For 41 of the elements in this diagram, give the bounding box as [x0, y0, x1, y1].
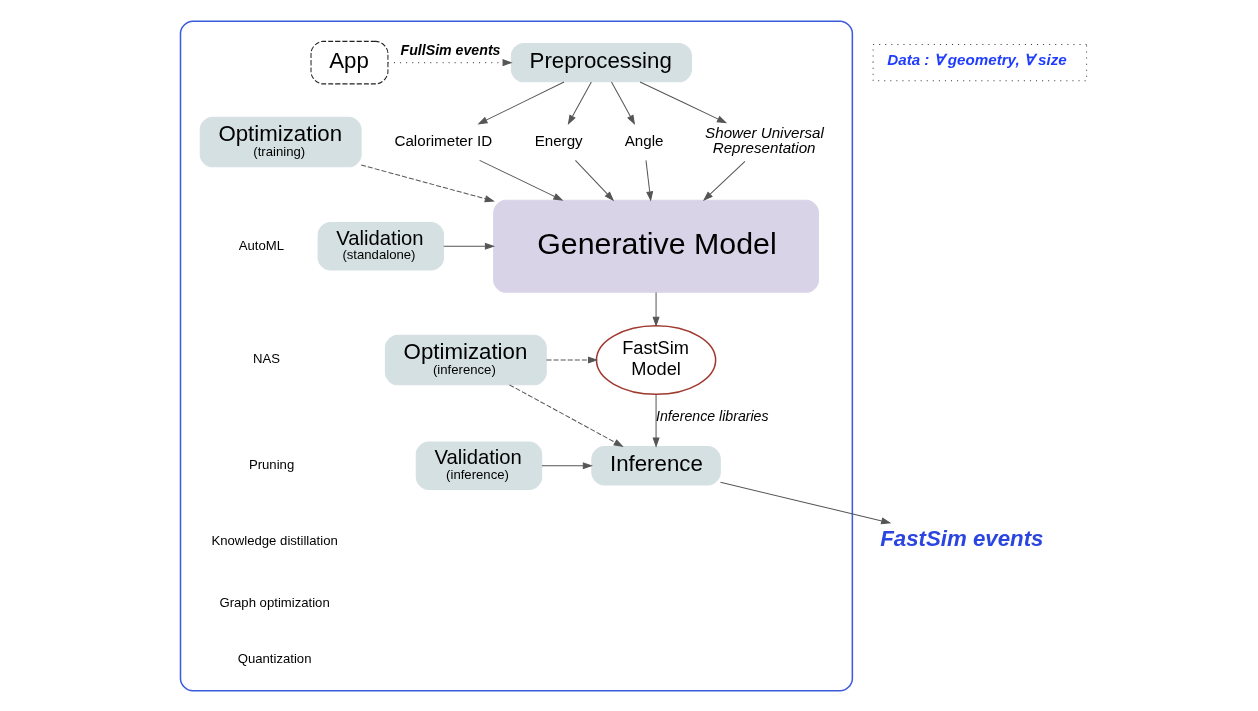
node-text: Calorimeter ID — [394, 131, 492, 149]
arrow — [545, 356, 598, 364]
arrow — [567, 80, 592, 125]
node-text: Angle — [624, 131, 663, 149]
label: Knowledge distillation — [210, 532, 338, 548]
arrow — [476, 80, 564, 124]
node-box: Preprocessing — [510, 42, 692, 82]
arrow — [652, 291, 660, 327]
node-text: FastSim events — [879, 525, 1043, 551]
arrow — [644, 159, 653, 202]
label: Quantization — [237, 650, 311, 666]
arrow — [442, 242, 495, 250]
arrow — [719, 481, 891, 524]
arrow — [639, 80, 727, 123]
arrow — [574, 159, 614, 201]
arrow — [478, 159, 563, 201]
arrow — [387, 58, 513, 66]
node-box: Generative Model — [492, 199, 819, 293]
node-box: Optimization (inference) — [384, 334, 547, 385]
label: AutoML — [238, 237, 284, 253]
node-box: Inference — [590, 445, 721, 485]
label: Pruning — [248, 456, 294, 472]
arrow — [360, 164, 495, 202]
cluster — [179, 19, 853, 692]
arrow — [652, 393, 660, 448]
arrow — [610, 80, 635, 125]
node-box: Validation (standalone) — [317, 221, 444, 271]
node-box: Optimization (training) — [199, 116, 362, 167]
node-box: Validation (inference) — [415, 440, 542, 490]
node-box: Data : ∀ geometry, ∀ size — [872, 43, 1087, 81]
node-ellipse: FastSim Model — [595, 324, 716, 395]
edge-label: Inference libraries — [655, 407, 769, 424]
edge-label: FullSim events — [400, 41, 500, 58]
arrow — [508, 383, 624, 447]
node-box: App — [310, 40, 388, 84]
node-text: Energy — [534, 131, 583, 149]
label: Graph optimization — [218, 594, 330, 610]
arrow — [702, 160, 745, 201]
label: NAS — [252, 350, 280, 366]
node-text: Shower Universal Representation — [704, 123, 824, 156]
arrow — [540, 461, 593, 469]
